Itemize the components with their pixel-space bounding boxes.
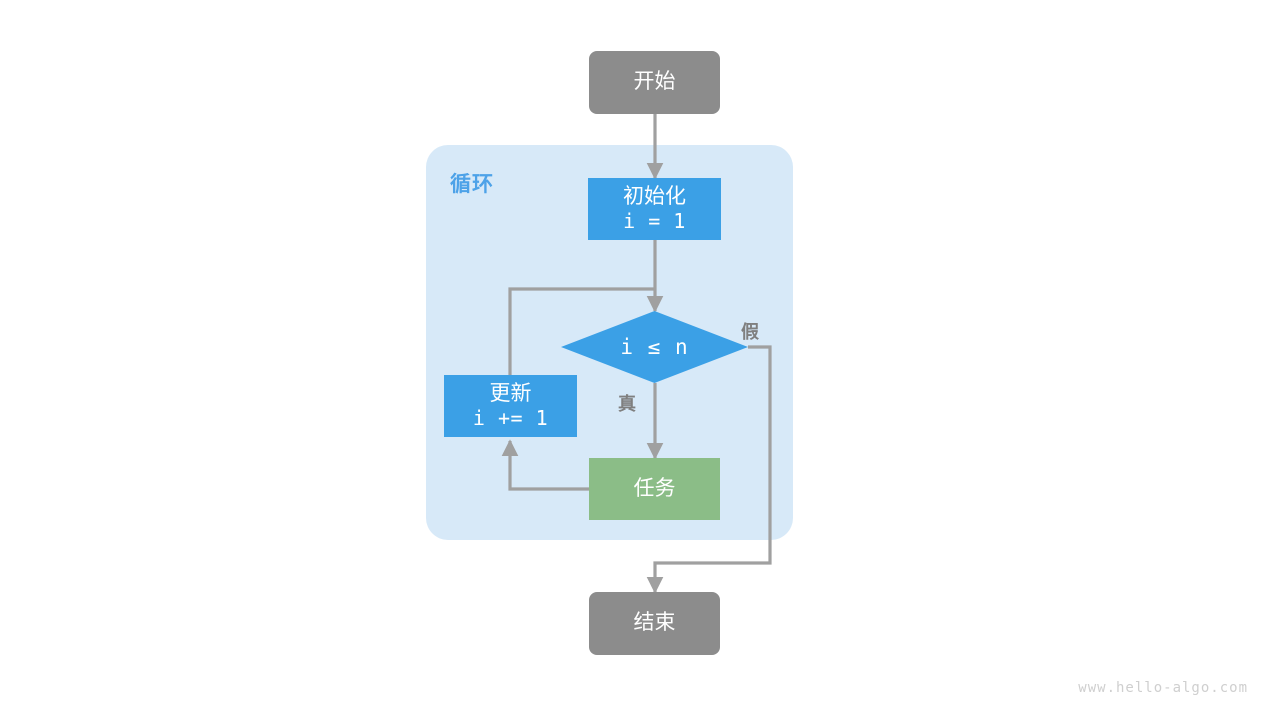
edge-label-false: 假 [741,322,759,342]
node-update-label: 更新 [489,381,532,405]
node-initialize-code: i = 1 [623,208,686,233]
node-task-label: 任务 [633,476,676,500]
node-update-code: i += 1 [472,405,549,430]
node-decision-label: i ≤ n [620,335,689,359]
node-end[interactable]: 结束 [589,592,720,655]
node-initialize-label: 初始化 [623,184,686,208]
loop-region-label: 循环 [450,173,494,196]
node-end-label: 结束 [633,611,676,635]
node-decision[interactable]: i ≤ n [561,311,748,383]
node-start[interactable]: 开始 [589,51,720,114]
node-task[interactable]: 任务 [589,458,720,520]
node-initialize[interactable]: 初始化 i = 1 [588,178,721,240]
node-start-label: 开始 [633,70,676,94]
node-update[interactable]: 更新 i += 1 [444,375,577,437]
watermark: www.hello-algo.com [1078,680,1248,696]
edge-label-true: 真 [618,394,636,414]
